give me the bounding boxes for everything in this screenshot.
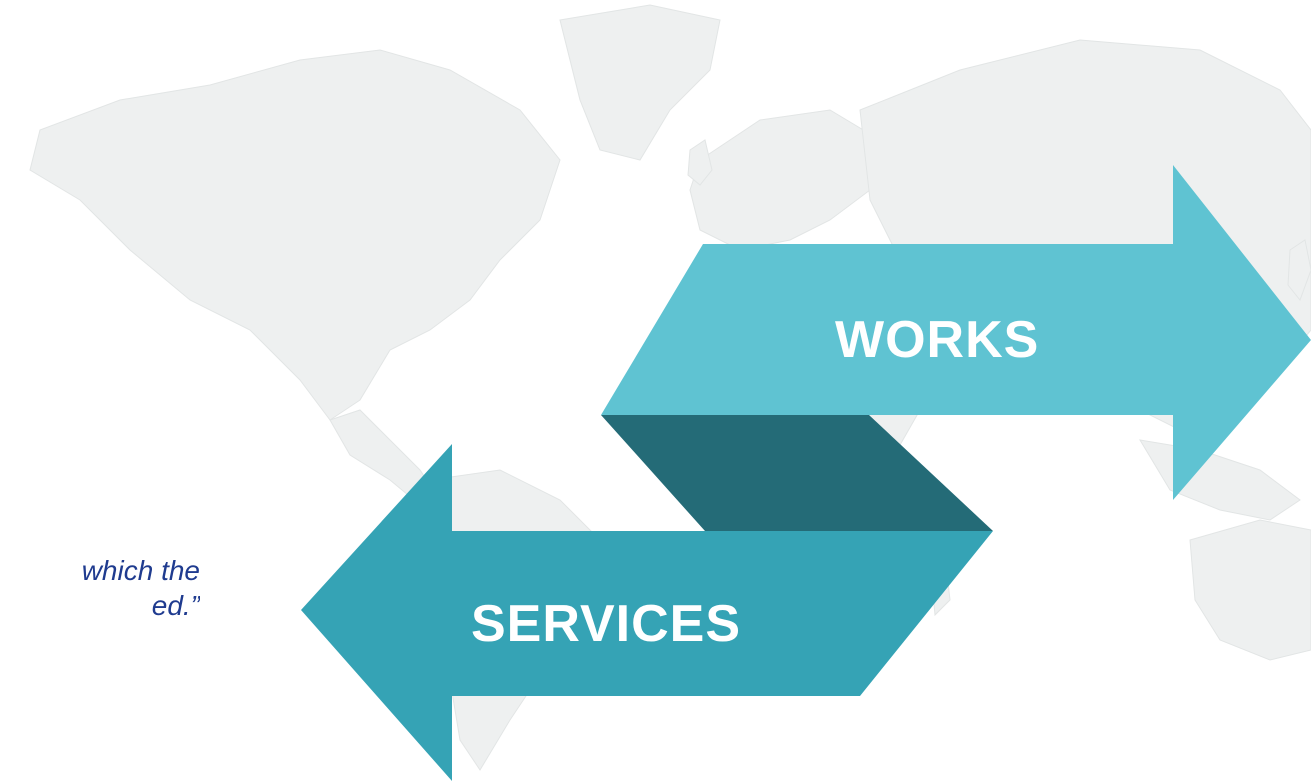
australia-shape bbox=[1189, 519, 1311, 661]
connector-band bbox=[601, 415, 993, 531]
quote-text-line-1: which the bbox=[81, 555, 200, 586]
quote-text-line-2: ed.” bbox=[151, 590, 200, 621]
uk-shape bbox=[687, 139, 713, 186]
europe-shape bbox=[689, 109, 881, 251]
services-arrow bbox=[301, 444, 993, 781]
works-label: WORKS bbox=[835, 311, 1040, 369]
works-arrow bbox=[601, 165, 1311, 500]
services-label: SERVICES bbox=[471, 595, 742, 653]
greenland-shape bbox=[559, 4, 721, 161]
north-america-shape bbox=[29, 49, 561, 421]
japan-shape bbox=[1287, 239, 1311, 302]
